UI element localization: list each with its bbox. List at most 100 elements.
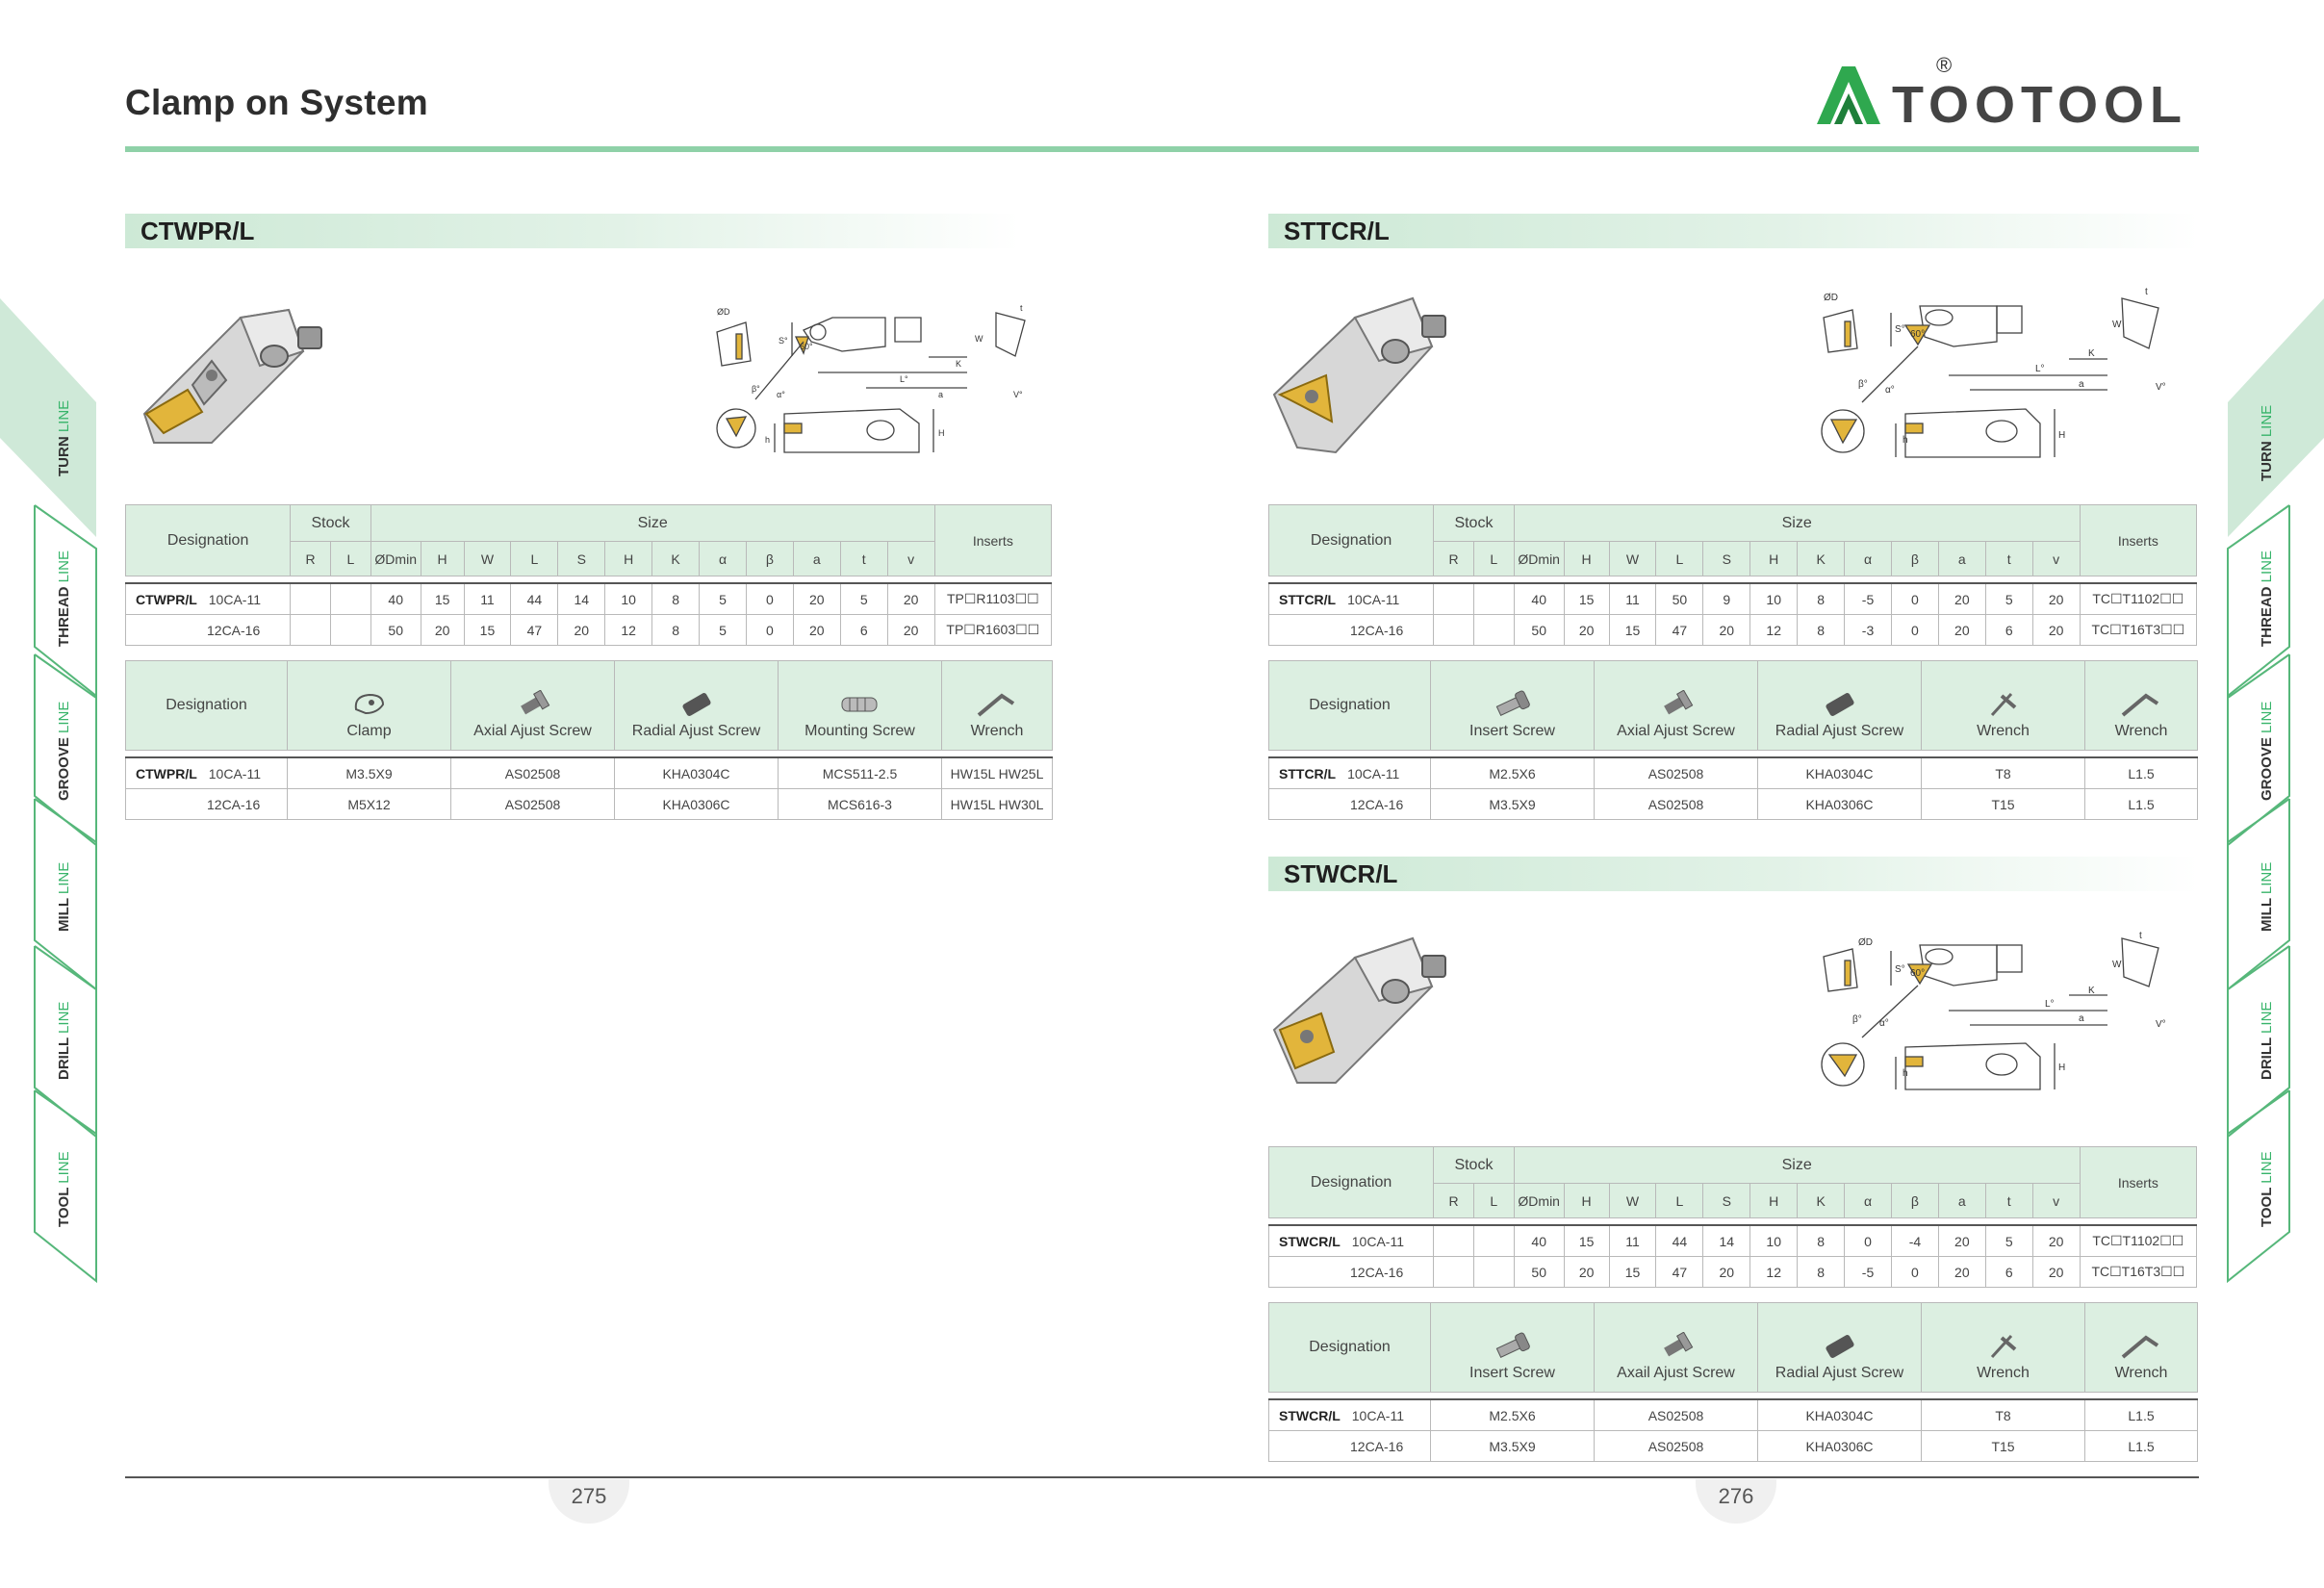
acc-col-3: Wrench [1921, 660, 2085, 751]
logo-mark-icon [1817, 66, 1880, 124]
section-title-sttcr: STTCR/L [1268, 214, 2199, 248]
col-designation: Designation [1267, 1146, 1435, 1218]
right-tab-turn-line[interactable]: TURN LINE [2259, 404, 2275, 481]
right-tab-thread-line[interactable]: THREAD LINE [2259, 550, 2275, 647]
tab-drill-line[interactable]: DRILL LINE [56, 1001, 72, 1080]
right-tab-groove-line[interactable]: GROOVE LINE [2259, 701, 2275, 801]
radial-screw-icon [681, 693, 711, 716]
svg-text:h: h [1903, 435, 1908, 446]
right-tab-mill-line[interactable]: MILL LINE [2259, 861, 2275, 932]
svg-text:H: H [2058, 1063, 2065, 1073]
col-t: t [1984, 1183, 2033, 1218]
col-v: v [886, 541, 935, 576]
col-v: v [2031, 1183, 2081, 1218]
acc-col-designation: Designation [1268, 1302, 1431, 1393]
tab-turn-line[interactable]: TURN LINE [56, 399, 72, 476]
col-h: H [1563, 1183, 1610, 1218]
svg-text:ØD: ØD [1858, 937, 1873, 948]
col-h: H [420, 541, 465, 576]
hex-wrench-icon [977, 693, 1015, 717]
stwcr-dimension-drawing: ØD S° 60° W K L° a t V° β° α° h H [1821, 931, 2166, 1090]
col-k: K [1797, 1183, 1846, 1218]
tab-thread-line[interactable]: THREAD LINE [56, 550, 72, 647]
col-k: K [1797, 541, 1846, 576]
right-tab-drill-line[interactable]: DRILL LINE [2259, 1001, 2275, 1080]
left-side-tabs: TURN LINE THREAD LINE GROOVE LINE MILL L… [0, 289, 101, 1290]
ctwpr-accessory-table: Designation Clamp Axial Ajust Screw Radi… [125, 660, 1053, 820]
svg-text:h: h [765, 435, 770, 445]
acc-col-designation: Designation [125, 660, 288, 751]
insert-screw-icon [1495, 690, 1530, 716]
right-tab-outline [2227, 298, 2324, 1284]
acc-col-designation: Designation [1268, 660, 1431, 751]
col-h2: H [604, 541, 653, 576]
col-odmin: ØDmin [1513, 541, 1565, 576]
col-size: Size [370, 504, 935, 542]
sttcr-size-table: Designation Stock Size Inserts R L ØDmin… [1267, 504, 2198, 646]
tab-tool-line[interactable]: TOOL LINE [56, 1151, 72, 1227]
stwcr-accessory-table: Designation Insert Screw Axail Ajust Scr… [1268, 1302, 2198, 1462]
col-alpha: α [1844, 541, 1892, 576]
svg-text:60°: 60° [1910, 968, 1925, 979]
tab-groove-line[interactable]: GROOVE LINE [56, 701, 72, 801]
col-beta: β [1890, 541, 1939, 576]
svg-text:β°: β° [1852, 1014, 1862, 1025]
svg-text:S°: S° [779, 336, 788, 346]
col-a: a [1937, 541, 1986, 576]
svg-text:W: W [2112, 320, 2122, 330]
axial-screw-icon [520, 690, 549, 715]
right-tab-tool-line[interactable]: TOOL LINE [2259, 1151, 2275, 1227]
ctwpr-dimension-drawing: ØD S° 60° W K L° a t V° β° α° h H [716, 303, 1026, 453]
col-alpha: α [1844, 1183, 1892, 1218]
sttcr-product-image [1272, 296, 1446, 454]
svg-text:H: H [2058, 430, 2065, 441]
svg-text:60°: 60° [1910, 329, 1925, 340]
page-number-left: 275 [549, 1479, 629, 1524]
acc-col-1: Axail Ajust Screw [1594, 1302, 1758, 1393]
svg-text:a: a [2079, 379, 2084, 390]
col-t: t [1984, 541, 2033, 576]
axial-screw-icon [1663, 1332, 1693, 1357]
col-length: L [510, 541, 559, 576]
acc-col-1: Axial Ajust Screw [1594, 660, 1758, 751]
col-inserts: Inserts [2079, 504, 2198, 576]
svg-text:W: W [975, 334, 983, 344]
svg-text:α°: α° [1879, 1018, 1889, 1029]
col-l: L [329, 541, 371, 576]
sttcr-dimension-drawing: ØD S° 60° W K L° a t V° β° α° h H [1821, 287, 2166, 458]
col-r: R [1433, 541, 1474, 576]
col-inserts: Inserts [933, 504, 1053, 576]
acc-col-1: Axial Ajust Screw [450, 660, 615, 751]
col-a: a [1937, 1183, 1986, 1218]
acc-col-0: Insert Screw [1430, 660, 1595, 751]
col-w: W [1608, 541, 1657, 576]
acc-col-2: Radial Ajust Screw [1757, 660, 1922, 751]
svg-text:a: a [938, 390, 943, 399]
registered-mark: ® [1936, 53, 1952, 77]
svg-text:a: a [2079, 1013, 2084, 1024]
axial-screw-icon [1663, 690, 1693, 715]
col-stock: Stock [290, 504, 371, 542]
radial-screw-icon [1825, 693, 1854, 716]
page-title: Clamp on System [125, 83, 428, 122]
col-stock: Stock [1433, 504, 1515, 542]
svg-text:S°: S° [1895, 324, 1905, 335]
svg-text:S°: S° [1895, 964, 1905, 975]
col-designation: Designation [124, 504, 292, 576]
col-odmin: ØDmin [1513, 1183, 1565, 1218]
svg-text:H: H [938, 428, 945, 438]
header-rule [125, 146, 2199, 152]
svg-text:t: t [2145, 287, 2148, 297]
hex-wrench-icon [2121, 693, 2159, 717]
ctwpr-product-image [142, 308, 322, 444]
section-title-ctwpr: CTWPR/L [125, 214, 1020, 248]
col-alpha: α [699, 541, 747, 576]
svg-text:h: h [1903, 1068, 1908, 1079]
acc-col-3: Wrench [1921, 1302, 2085, 1393]
tab-mill-line[interactable]: MILL LINE [56, 861, 72, 932]
